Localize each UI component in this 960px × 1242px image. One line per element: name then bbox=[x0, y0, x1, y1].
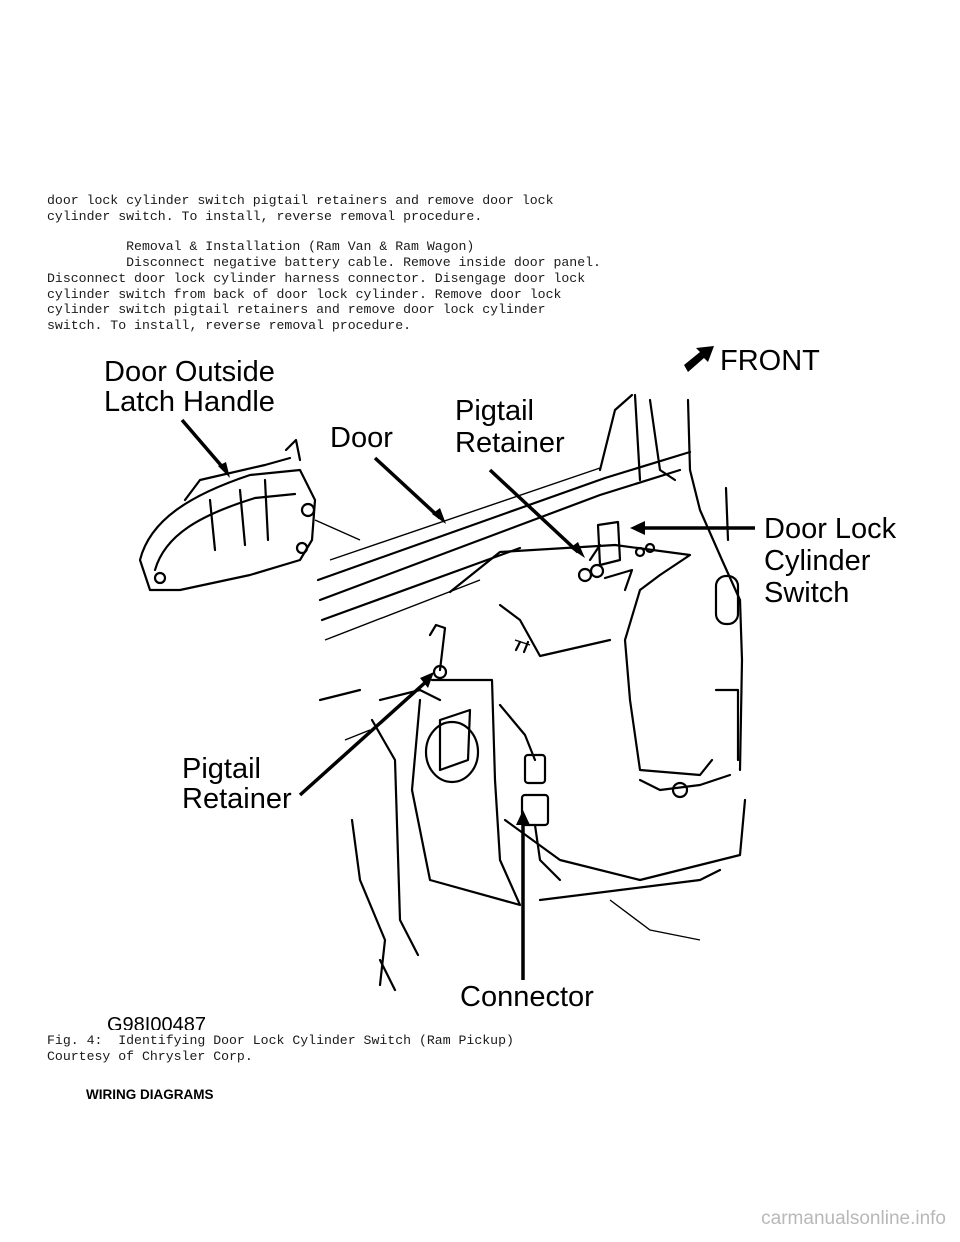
label-front: FRONT bbox=[720, 345, 820, 377]
label-door-lock-cylinder-switch-2: Cylinder bbox=[764, 545, 871, 577]
figure-id: G98I00487 bbox=[107, 1014, 206, 1030]
front-arrow-icon bbox=[684, 346, 714, 372]
door-lock-cylinder-switch-drawing bbox=[428, 520, 656, 680]
label-door-lock-cylinder-switch-1: Door Lock bbox=[764, 513, 897, 545]
watermark: carmanualsonline.info bbox=[761, 1208, 946, 1229]
door-lock-switch-diagram: Door Outside Latch Handle Door Pigtail R… bbox=[104, 345, 897, 1030]
figure-caption: Fig. 4: Identifying Door Lock Cylinder S… bbox=[47, 1033, 514, 1064]
label-pigtail-retainer-bottom-1: Pigtail bbox=[182, 753, 261, 785]
label-connector: Connector bbox=[460, 981, 594, 1013]
section-footer-heading: WIRING DIAGRAMS bbox=[86, 1087, 214, 1102]
label-door-outside-latch-handle-1: Door Outside bbox=[104, 356, 275, 388]
section-heading-ram-van: Removal & Installation (Ram Van & Ram Wa… bbox=[47, 239, 475, 254]
procedure-text-ram-van: Disconnect negative battery cable. Remov… bbox=[47, 255, 601, 334]
door-body-drawing bbox=[316, 393, 747, 992]
procedure-text-continued: door lock cylinder switch pigtail retain… bbox=[47, 193, 554, 224]
callout-arrows bbox=[180, 418, 755, 980]
label-door: Door bbox=[330, 422, 393, 454]
label-pigtail-retainer-top-2: Retainer bbox=[455, 427, 565, 459]
label-door-lock-cylinder-switch-3: Switch bbox=[764, 577, 849, 609]
label-pigtail-retainer-top-1: Pigtail bbox=[455, 395, 534, 427]
outside-latch-handle-drawing bbox=[138, 438, 361, 592]
label-door-outside-latch-handle-2: Latch Handle bbox=[104, 386, 275, 418]
label-pigtail-retainer-bottom-2: Retainer bbox=[182, 783, 292, 815]
